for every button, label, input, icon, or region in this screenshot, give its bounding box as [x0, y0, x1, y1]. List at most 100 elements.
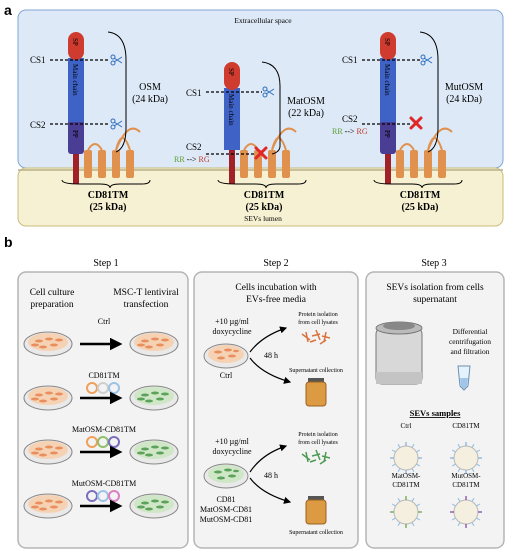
cd81-tm-helices: [396, 127, 453, 178]
group-label: CD81: [216, 495, 235, 504]
matosm-name: MatOSM: [287, 96, 325, 107]
sev-sample-label: Ctrl: [401, 422, 412, 430]
petri-dish-transfected: [129, 385, 179, 411]
step1-row: Ctrl: [23, 317, 179, 357]
sp-label: SP: [71, 38, 79, 46]
pp-domain: [380, 120, 396, 154]
cs2-label: CS2: [186, 142, 202, 152]
step1-right-header-2: transfection: [124, 299, 169, 310]
step1-right-header-1: MSC-T lentiviral: [113, 288, 179, 298]
petri-dish-untransfected: [23, 439, 73, 465]
arrow-protein: [249, 444, 288, 473]
cs1-label: CS1: [186, 88, 202, 98]
matosm-bracket: [261, 61, 281, 155]
mutation-to: RG: [357, 127, 368, 136]
pp-label: PP: [71, 130, 79, 138]
cs1-label: CS1: [30, 55, 46, 65]
mutation-arrow: -->: [187, 155, 197, 164]
protein-label-1: Protein isolation: [298, 312, 338, 318]
arrow-protein: [249, 326, 288, 353]
panel-a-diagram: a Extracellular space SEVs lumen SP Main…: [4, 2, 504, 227]
group-label: MutOSM-CD81: [200, 515, 252, 524]
dose-label-2: doxycycline: [212, 327, 252, 336]
mutation-from: RR: [332, 127, 343, 136]
petri-dish-untransfected: [23, 331, 73, 357]
step1-left-header-2: preparation: [30, 300, 74, 310]
cd81-kda: (25 kDa): [246, 202, 283, 213]
stalk: [385, 152, 391, 184]
ctrl-label: Ctrl: [220, 371, 233, 380]
method-label-3: and filtration: [451, 347, 490, 356]
supernatant-tube-icon: [305, 378, 327, 407]
group-label: MatOSM-CD81: [200, 505, 252, 514]
cd81-bracket: [217, 179, 307, 189]
vesicle-icon: [450, 496, 482, 528]
mutation-to: RG: [199, 155, 210, 164]
sev-sample: Ctrl: [390, 422, 422, 474]
petri-dish-transfected: [129, 439, 179, 465]
step1-row-label: CD81TM: [88, 371, 119, 380]
cd81-kda: (25 kDa): [402, 202, 439, 213]
sp-label: SP: [383, 38, 391, 46]
panel-b: b Step 1 Step 2 Step 3 Cell culture prep…: [0, 232, 511, 550]
cell-lysate-icon: [301, 329, 331, 345]
main-chain-label: Main chain: [71, 64, 79, 96]
cd81-kda: (25 kDa): [90, 202, 127, 213]
protein-label-2: from cell lysates: [298, 319, 338, 326]
centrifuge-icon: [375, 321, 423, 385]
petri-dish-transfected: [129, 493, 179, 519]
sp-label: SP: [227, 68, 235, 76]
mutosm-name: MutOSM: [445, 82, 483, 93]
osm-construct: SP Main chain PP CS1 CS2 OSM (24 kDa): [30, 31, 168, 213]
cd81-bracket: [61, 179, 151, 189]
sev-sample: MatOSM-CD81TM: [390, 472, 422, 528]
step1-row: MutOSM-CD81TM: [23, 479, 179, 519]
petri-dish-transfected: [203, 463, 249, 489]
arrow-supernatant: [249, 357, 292, 384]
step3-box: SEVs isolation from cells supernatant Di…: [365, 271, 505, 549]
petri-dish-transfected: [129, 331, 179, 357]
dose-label-2: doxycycline: [212, 447, 252, 456]
supernatant-tube-icon: [305, 496, 327, 525]
supernatant-label: Supernatant collection: [289, 530, 343, 536]
scissors-icon: [420, 54, 433, 66]
sev-sample-label: CD81TM: [452, 481, 480, 489]
mutosm-construct: SP Main chain PP CS1 CS2 RR-->RG MutOSM …: [332, 31, 483, 213]
panel-a: a Extracellular space SEVs lumen SP Main…: [0, 0, 511, 230]
petri-dish-ctrl: [203, 343, 249, 369]
vesicle-icon: [390, 496, 422, 528]
sev-sample: CD81TM: [450, 422, 482, 474]
supernatant-label: Supernatant collection: [289, 368, 343, 374]
cell-lysate-icon: [301, 449, 331, 465]
panel-b-letter: b: [4, 234, 13, 250]
osm-name: OSM: [139, 82, 161, 93]
mutation-label: RR-->RG: [332, 127, 368, 136]
cs2-label: CS2: [30, 120, 46, 130]
step1-row-label: MutOSM-CD81TM: [72, 479, 136, 488]
time-label: 48 h: [264, 471, 278, 480]
main-chain-domain: [380, 58, 396, 122]
stalk: [229, 148, 235, 184]
pp-domain: [68, 120, 84, 154]
method-label-2: centrifugation: [449, 337, 491, 346]
step2-title: Step 2: [263, 258, 288, 269]
step1-row-label: MatOSM-CD81TM: [72, 425, 136, 434]
arrow-supernatant: [249, 477, 292, 504]
protein-label-2: from cell lysates: [298, 439, 338, 446]
osm-kda: (24 kDa): [132, 94, 168, 105]
sev-sample-label: MatOSM-: [392, 472, 421, 480]
matosm-construct: SP Main chain CS1 CS2 RR-->RG MatOSM (22…: [174, 61, 325, 213]
cd81-name: CD81TM: [400, 190, 441, 201]
blocked-cleavage-icon: [409, 116, 423, 130]
extracellular-label: Extracellular space: [234, 16, 292, 25]
petri-dish-untransfected: [23, 385, 73, 411]
cd81-tm-helices: [84, 127, 141, 178]
step1-title: Step 1: [93, 258, 118, 269]
stalk: [73, 152, 79, 184]
eppendorf-tube-icon: [457, 365, 471, 391]
pp-label: PP: [383, 130, 391, 138]
step3-title: Step 3: [421, 258, 446, 269]
osm-bracket: [107, 31, 127, 153]
